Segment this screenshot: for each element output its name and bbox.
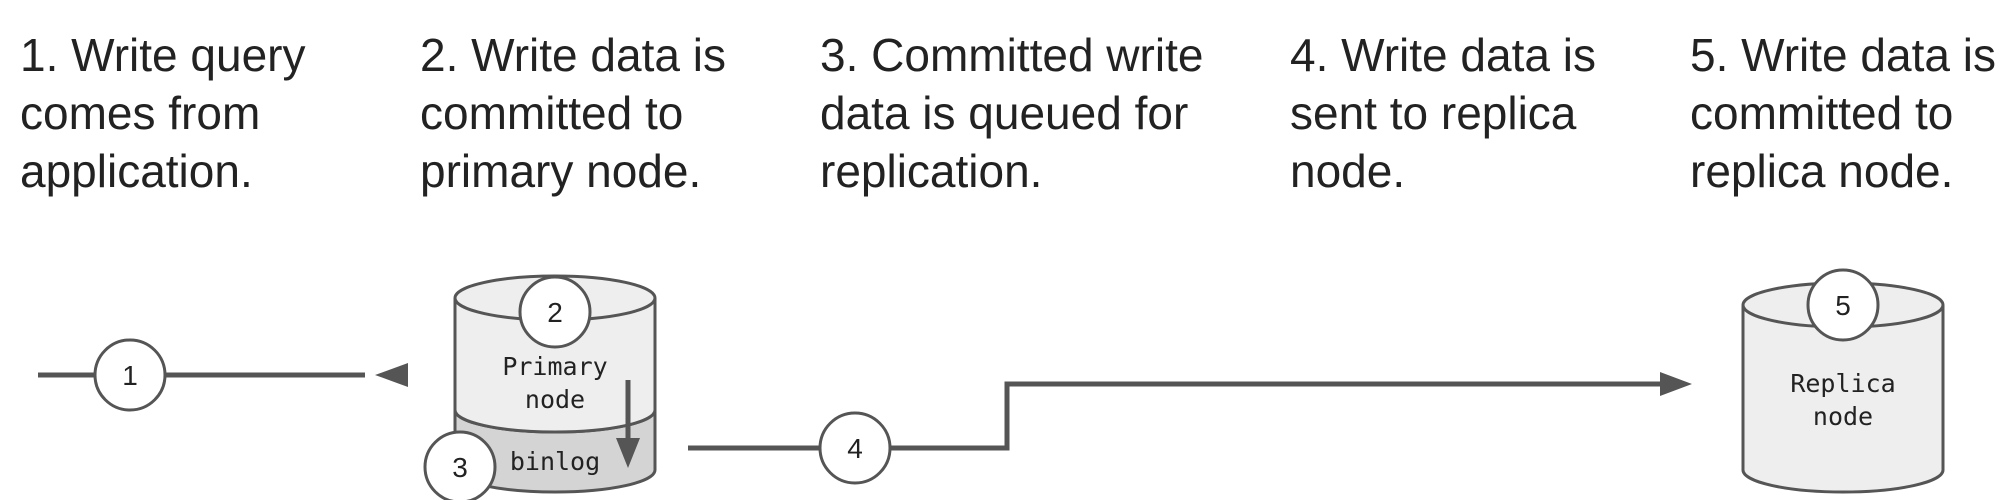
- step-4-description: 4. Write data is sent to replica node.: [1290, 29, 1596, 197]
- step-marker-3: 3: [423, 430, 497, 500]
- replica-node-label-line1: Replica: [1790, 369, 1895, 398]
- step-marker-4-label: 4: [847, 433, 863, 464]
- step-marker-1: 1: [93, 338, 167, 412]
- primary-node-cylinder: Primary node binlog: [453, 274, 657, 494]
- incoming-query-arrow: [38, 363, 408, 387]
- step-marker-5-label: 5: [1835, 290, 1851, 321]
- step-2-description: 2. Write data is committed to primary no…: [420, 29, 726, 197]
- step-3-description: 3. Committed write data is queued for re…: [820, 29, 1204, 197]
- step-marker-2-label: 2: [547, 297, 563, 328]
- step-marker-3-label: 3: [452, 452, 468, 483]
- step-marker-2: 2: [518, 275, 592, 349]
- step-1-description: 1. Write query comes from application.: [20, 29, 306, 197]
- step-marker-4: 4: [818, 411, 892, 485]
- commit-to-binlog-arrow: [616, 380, 640, 468]
- step-marker-5: 5: [1806, 268, 1880, 342]
- binlog-label: binlog: [510, 447, 600, 476]
- replica-node-cylinder: Replica node: [1741, 281, 1945, 494]
- primary-node-label-line2: node: [525, 385, 585, 414]
- step-marker-1-label: 1: [122, 360, 138, 391]
- primary-node-label-line1: Primary: [502, 352, 607, 381]
- step-5-description: 5. Write data is committed to replica no…: [1690, 29, 1996, 197]
- replica-node-label-line2: node: [1813, 402, 1873, 431]
